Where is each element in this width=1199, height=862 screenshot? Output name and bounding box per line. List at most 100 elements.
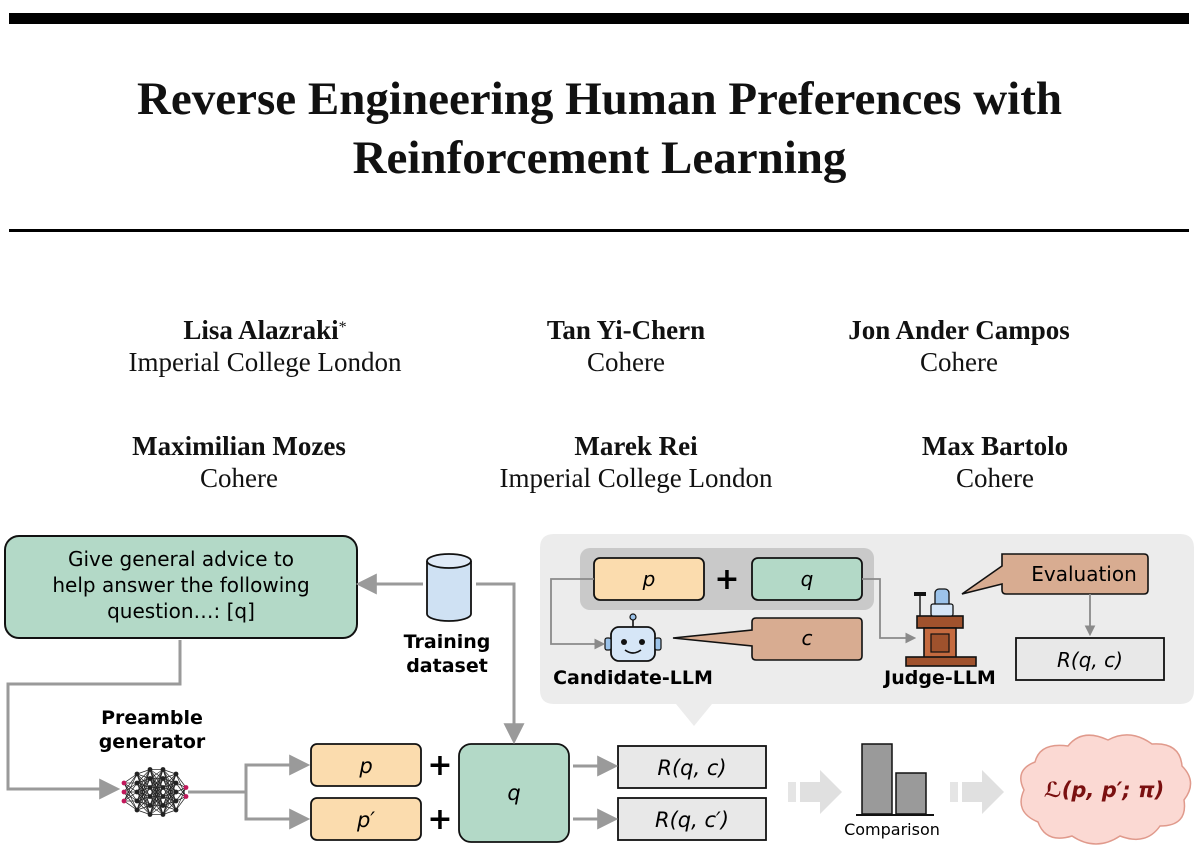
author-name: Jon Ander Campos bbox=[848, 315, 1070, 345]
nn-edge bbox=[175, 773, 187, 788]
nn-edge bbox=[136, 769, 151, 784]
nn-node bbox=[147, 785, 153, 790]
author-affiliation: Imperial College London bbox=[499, 463, 773, 493]
q-label: q bbox=[801, 567, 814, 591]
author-name: Max Bartolo bbox=[921, 431, 1069, 461]
nn-edge bbox=[123, 800, 138, 811]
preamble-generator-label: Preamble bbox=[101, 707, 203, 729]
nn-node bbox=[160, 767, 166, 772]
evaluation-label: Evaluation bbox=[1031, 562, 1137, 586]
prompt-template-box: Give general advice to help answer the f… bbox=[4, 535, 358, 639]
nn-edge bbox=[136, 769, 151, 793]
paper-title: Reverse Engineering Human Preferences wi… bbox=[0, 70, 1199, 188]
arrow-generator-to-p-prime bbox=[244, 792, 311, 830]
author-name: Maximilian Mozes bbox=[132, 431, 346, 461]
nn-edge bbox=[162, 791, 177, 815]
panel-p-box: p bbox=[593, 557, 705, 601]
nn-node bbox=[173, 771, 179, 777]
author-affiliation: Cohere bbox=[587, 347, 665, 377]
nn-edge bbox=[162, 773, 177, 788]
prompt-line: Give general advice to bbox=[68, 547, 294, 571]
nn-edge bbox=[123, 791, 138, 802]
author-block: Tan Yi-Chern Cohere bbox=[547, 314, 705, 378]
judge-icon bbox=[905, 588, 977, 667]
author-footnote-mark: * bbox=[338, 319, 347, 336]
nn-edge bbox=[123, 773, 138, 793]
preamble-p-box: p bbox=[310, 743, 422, 787]
reward-prime-box: R(q, c′) bbox=[617, 797, 767, 841]
nn-node bbox=[160, 812, 166, 817]
nn-node bbox=[147, 794, 153, 799]
nn-edge bbox=[162, 773, 177, 815]
nn-node bbox=[121, 798, 127, 804]
loss-cloud: ℒ(p, p′; π) bbox=[1020, 734, 1192, 845]
author-block: Marek Rei Imperial College London bbox=[500, 430, 773, 494]
nn-edge bbox=[162, 773, 177, 806]
nn-node bbox=[173, 807, 179, 813]
connector-arrows bbox=[6, 573, 1096, 830]
nn-edge bbox=[175, 787, 187, 811]
title-line-1: Reverse Engineering Human Preferences wi… bbox=[136, 73, 1063, 125]
panel-reward-box: R(q, c) bbox=[1015, 637, 1165, 681]
neural-network-icon bbox=[121, 767, 189, 817]
nn-edge bbox=[136, 796, 151, 811]
nn-node bbox=[147, 767, 153, 772]
nn-edge bbox=[149, 769, 164, 797]
author-block: Max Bartolo Cohere bbox=[922, 430, 1068, 494]
nn-node bbox=[160, 785, 166, 790]
nn-node bbox=[160, 794, 166, 799]
candidate-llm-label: Candidate-LLM bbox=[553, 667, 713, 689]
nn-edge bbox=[136, 769, 151, 802]
nn-edge bbox=[162, 800, 177, 815]
p-label: p bbox=[358, 754, 372, 778]
plus-sign: + bbox=[427, 802, 452, 837]
nn-edge bbox=[149, 796, 164, 815]
nn-edge bbox=[149, 769, 164, 788]
preamble-generator: Preamble generator bbox=[99, 707, 206, 817]
nn-node bbox=[134, 780, 140, 786]
plus-sign: + bbox=[427, 748, 452, 783]
nn-edge bbox=[149, 787, 164, 815]
nn-node bbox=[134, 771, 140, 777]
arrow-dataset-to-q bbox=[476, 582, 525, 745]
arrow-input-to-judge bbox=[862, 578, 917, 644]
title-line-2: Reinforcement Learning bbox=[352, 132, 847, 184]
c-label: c bbox=[802, 626, 813, 650]
nn-edge bbox=[136, 778, 151, 811]
nn-node bbox=[173, 780, 179, 786]
nn-node bbox=[183, 785, 189, 790]
nn-edge bbox=[149, 769, 164, 806]
author-affiliation: Cohere bbox=[200, 463, 278, 493]
author-name: Lisa Alazraki bbox=[183, 315, 339, 345]
nn-node bbox=[173, 789, 179, 795]
flow-arrow-to-loss bbox=[950, 770, 1004, 814]
question-q-box: q bbox=[458, 743, 570, 843]
comparison-chart-icon: Comparison bbox=[844, 743, 940, 839]
nn-node bbox=[147, 803, 153, 808]
loss-label: ℒ(p, p′; π) bbox=[1044, 778, 1164, 802]
training-dataset: Training dataset bbox=[404, 553, 491, 677]
preamble-p-prime-box: p′ bbox=[310, 797, 422, 841]
author-block: Lisa Alazraki* Imperial College London bbox=[129, 314, 402, 378]
title-rule bbox=[9, 229, 1189, 232]
nn-edge bbox=[162, 782, 177, 815]
training-dataset-label: dataset bbox=[406, 655, 488, 677]
author-affiliation: Cohere bbox=[920, 347, 998, 377]
reward-box: R(q, c) bbox=[617, 745, 767, 789]
p-label: p bbox=[642, 567, 656, 591]
nn-node bbox=[173, 798, 179, 804]
author-affiliation: Imperial College London bbox=[128, 347, 402, 377]
reward-label: R(q, c) bbox=[1057, 648, 1123, 672]
reward-prime-label: R(q, c′) bbox=[655, 808, 729, 832]
training-dataset-label: Training bbox=[404, 631, 491, 653]
nn-node bbox=[121, 789, 127, 795]
nn-node bbox=[160, 776, 166, 781]
arrow-prompt-to-generator bbox=[6, 640, 182, 800]
p-prime-label: p′ bbox=[356, 808, 375, 832]
nn-edge bbox=[149, 778, 164, 815]
author-name: Marek Rei bbox=[574, 431, 698, 461]
preamble-generator-label: generator bbox=[99, 731, 206, 753]
q-label: q bbox=[507, 781, 520, 805]
nn-node bbox=[121, 780, 127, 786]
